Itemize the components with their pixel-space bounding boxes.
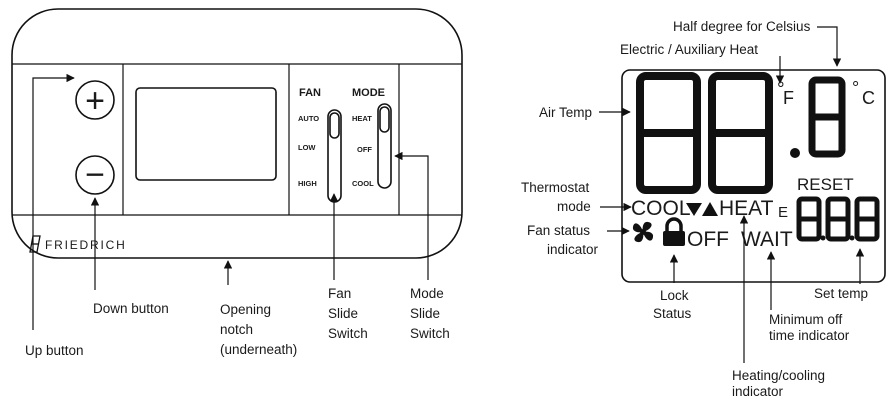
half-degree-label: Half degree for Celsius [673, 19, 811, 34]
lock-icon [663, 217, 685, 246]
fan-switch-label-3: Switch [328, 326, 368, 341]
mode-switch-leader [394, 151, 429, 280]
fan-status-label-1: Fan status [527, 223, 590, 238]
aux-heat-label: Electric / Auxiliary Heat [620, 42, 758, 57]
fan-icon [632, 221, 654, 243]
lock-status-label-2: Status [653, 306, 692, 321]
up-button[interactable]: + [75, 80, 115, 120]
off-indicator: OFF [687, 228, 729, 251]
fan-status-label-2: indicator [547, 242, 599, 257]
mode-switch-title: MODE [352, 87, 385, 99]
mode-position-heat: HEAT [352, 114, 372, 123]
fan-position-low: LOW [298, 143, 316, 152]
heat-triangle-icon [702, 202, 718, 216]
half-degree-leader [817, 26, 842, 67]
minus-icon: − [85, 156, 105, 194]
plus-icon: + [85, 82, 105, 120]
left-callouts [32, 73, 429, 330]
wait-indicator: WAIT [741, 228, 793, 251]
degree-symbol: ° [777, 79, 785, 100]
lock-status-label-1: Lock [660, 288, 689, 303]
up-button-label: Up button [25, 343, 84, 358]
cool-indicator: COOL [631, 197, 691, 220]
heating-cooling-label-1: Heating/cooling [732, 368, 825, 383]
set-temp-digits [796, 196, 880, 242]
thermostat-mode-label-2: mode [557, 199, 591, 214]
e-indicator: E [778, 204, 788, 221]
cool-triangle-icon [686, 203, 702, 216]
opening-notch-label-1: Opening [220, 302, 271, 317]
mode-switch-label-2: Slide [410, 306, 440, 321]
fan-switch-knob[interactable] [329, 112, 340, 139]
thermostat-unit: + − FAN AUTO LOW HIGH MODE HEAT OFF COOL [11, 8, 463, 259]
mode-switch-label-1: Mode [410, 286, 444, 301]
friedrich-logo: FRIEDRICH [29, 235, 127, 253]
heating-cooling-label-2: indicator [732, 384, 784, 399]
brand-name: FRIEDRICH [45, 238, 127, 252]
down-button[interactable]: − [75, 155, 115, 195]
min-off-time-label-2: time indicator [769, 328, 850, 343]
fahrenheit-unit: F [783, 88, 794, 108]
opening-notch-label-3: (underneath) [220, 342, 297, 357]
mode-switch-label-3: Switch [410, 326, 450, 341]
min-off-time-label-1: Minimum off [769, 312, 843, 327]
heat-indicator: HEAT [719, 197, 774, 220]
fan-switch-title: FAN [299, 87, 321, 99]
right-callouts [599, 26, 865, 363]
fan-position-high: HIGH [298, 179, 317, 188]
decimal-point [790, 148, 800, 158]
mode-position-off: OFF [357, 145, 372, 154]
opening-notch-label-2: notch [220, 322, 253, 337]
up-button-leader [32, 73, 75, 330]
thermostat-mode-label-1: Thermostat [521, 180, 590, 195]
down-button-label: Down button [93, 301, 169, 316]
fan-slide-switch[interactable] [327, 109, 342, 203]
air-temp-digit-2 [708, 72, 773, 194]
air-temp-label: Air Temp [539, 105, 592, 120]
celsius-unit: C [862, 88, 875, 108]
fan-position-auto: AUTO [298, 114, 319, 123]
reset-indicator: RESET [797, 175, 854, 194]
lcd-segments: ° F ° C RESET E COOL HEAT [631, 72, 880, 251]
mode-switch-knob[interactable] [379, 106, 390, 133]
half-degree-digit [808, 76, 846, 158]
degree-symbol-c: ° [852, 78, 859, 98]
fan-switch-label-1: Fan [328, 286, 351, 301]
mode-position-cool: COOL [352, 179, 374, 188]
air-temp-digit-1 [636, 72, 701, 194]
display-window [135, 87, 277, 181]
set-temp-label: Set temp [814, 286, 868, 301]
fan-switch-label-2: Slide [328, 306, 358, 321]
mode-slide-switch[interactable] [377, 103, 392, 189]
